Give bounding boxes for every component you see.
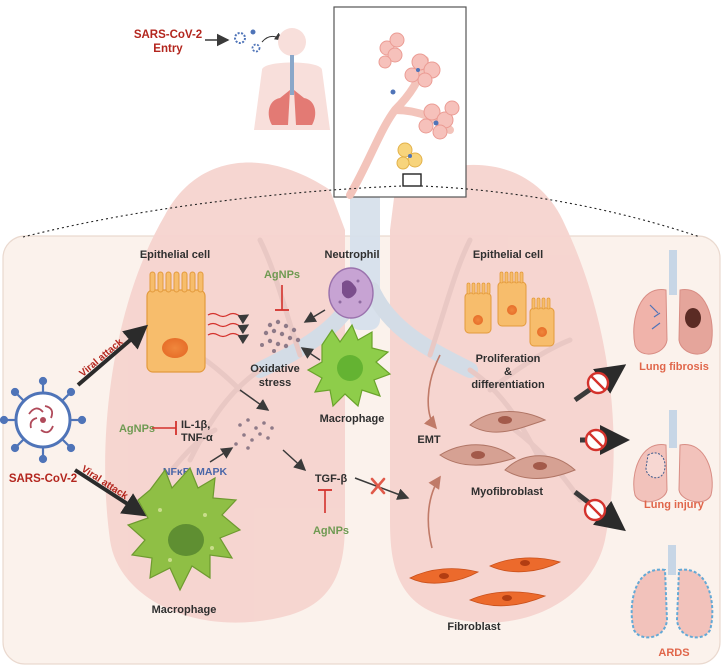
epithelial-cell-label-left: Epithelial cell xyxy=(140,249,210,261)
macrophage-center xyxy=(306,323,392,408)
ros-particles xyxy=(260,319,301,353)
cytokine-tnfa: TNF-α xyxy=(181,432,213,444)
oxidative-stress-line1: Oxidative xyxy=(250,363,300,375)
small-virus-icons xyxy=(234,29,261,53)
cytokine-particles xyxy=(234,418,274,450)
myofibroblast-nuclei xyxy=(471,416,547,470)
lung-fibrosis-icon xyxy=(633,250,713,355)
myofibroblast-label: Myofibroblast xyxy=(471,486,543,498)
macrophage-label-center: Macrophage xyxy=(320,413,385,425)
proliferation-line2: & xyxy=(504,366,512,378)
neutrophil-cell xyxy=(328,267,374,319)
proliferation-line1: Proliferation xyxy=(476,353,541,365)
no-sign-icon xyxy=(584,428,608,452)
entry-label-line2: Entry xyxy=(153,43,183,55)
alveoli-zoom-box xyxy=(333,6,467,199)
ards-lungs-icon xyxy=(630,545,714,639)
agnps-label-cytokines: AgNPs xyxy=(119,423,155,435)
oxidative-stress-line2: stress xyxy=(259,377,291,389)
blocked-x-mark xyxy=(370,477,386,495)
arrow-neutrophil-to-ros xyxy=(303,309,326,323)
proliferation-line3: differentiation xyxy=(471,379,545,391)
lung-injury-icon xyxy=(633,410,713,503)
sars-cov-2-virus-icon xyxy=(0,376,87,464)
entry-label-line1: SARS-CoV-2 xyxy=(134,29,202,41)
epithelial-cell-left xyxy=(146,271,206,373)
ards-label: ARDS xyxy=(658,647,689,659)
fibroblast-label: Fibroblast xyxy=(447,621,501,633)
inhibitor-ros xyxy=(275,285,289,311)
agnps-label-tgf: AgNPs xyxy=(313,525,349,537)
emt-label: EMT xyxy=(417,434,441,446)
agnps-label-ros: AgNPs xyxy=(264,269,300,281)
epithelial-cell-label-right: Epithelial cell xyxy=(473,249,543,261)
cytokine-il1b: IL-1β, xyxy=(181,419,210,431)
arrow-macrophage-to-ros xyxy=(300,347,321,361)
ros-wavy-arrows xyxy=(207,312,250,345)
tgf-beta-label: TGF-β xyxy=(315,473,348,485)
inhibitor-cytokines xyxy=(152,421,177,435)
macrophage-label-left: Macrophage xyxy=(152,604,217,616)
arrow-tgf-to-emt xyxy=(354,477,410,500)
emt-arrow xyxy=(423,354,441,430)
lung-fibrosis-label: Lung fibrosis xyxy=(639,361,709,373)
arrow-ros-to-cytokines xyxy=(239,389,270,411)
no-sign-icon xyxy=(586,371,610,395)
zoom-line-right xyxy=(420,185,701,238)
arrow-macrophage-to-cytokines xyxy=(209,447,234,463)
epithelial-cells-right xyxy=(464,271,555,347)
inhibitor-tgf xyxy=(318,489,332,513)
viral-attack-arrow-bottom xyxy=(73,468,147,517)
arrow-cytokines-to-tgf xyxy=(282,449,307,472)
fibroblast-to-myofibroblast-arrow xyxy=(427,475,441,549)
pathway-label: NFκB, MAPK xyxy=(163,466,228,478)
viral-attack-arrow-top xyxy=(76,324,149,387)
virus-label: SARS-CoV-2 xyxy=(9,473,77,485)
lung-injury-label: Lung injury xyxy=(644,499,705,511)
neutrophil-label: Neutrophil xyxy=(325,249,380,261)
macrophage-left xyxy=(126,466,242,592)
human-figure xyxy=(254,28,330,130)
no-sign-icon xyxy=(583,498,607,522)
